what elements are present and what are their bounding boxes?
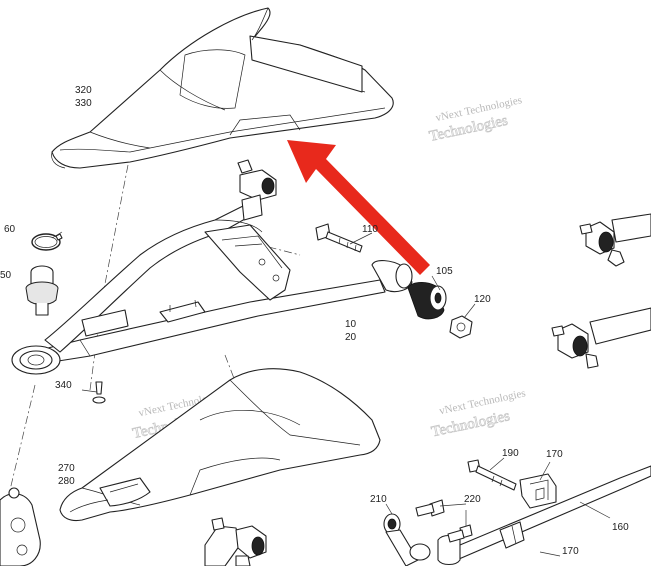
upper-a-arm bbox=[11, 159, 413, 375]
label-20: 20 bbox=[345, 332, 357, 343]
clamp-170 bbox=[519, 473, 557, 509]
screw-340 bbox=[92, 381, 106, 404]
stabilizer-bar-160 bbox=[437, 465, 651, 566]
ball-joint-50 bbox=[25, 265, 59, 316]
circlip-60 bbox=[31, 233, 63, 251]
label-120: 120 bbox=[474, 294, 491, 305]
label-220: 220 bbox=[464, 494, 481, 505]
bushing-105 bbox=[407, 282, 447, 320]
label-190: 190 bbox=[502, 448, 519, 459]
label-10: 10 bbox=[345, 319, 357, 330]
label-160: 160 bbox=[612, 522, 629, 533]
label-110: 110 bbox=[362, 224, 378, 235]
label-105: 105 bbox=[436, 266, 453, 277]
upper-arm-guard bbox=[51, 7, 394, 169]
bolt-190 bbox=[467, 459, 517, 491]
label-320: 320 bbox=[75, 85, 92, 96]
label-280: 280 bbox=[58, 476, 75, 487]
label-60: 60 bbox=[4, 224, 16, 235]
label-50: 50 bbox=[0, 270, 12, 281]
leader-lines bbox=[51, 231, 611, 557]
bolts-220 bbox=[415, 499, 473, 543]
watermark-mid-right: vNext Technologies Technologies bbox=[430, 387, 527, 440]
label-330: 330 bbox=[75, 98, 92, 109]
label-170-bottom: 170 bbox=[562, 546, 579, 557]
label-210: 210 bbox=[370, 494, 387, 505]
link-210 bbox=[383, 513, 431, 566]
part-labels: 320 330 60 50 340 10 20 110 105 120 270 … bbox=[0, 85, 629, 557]
lower-arm-guard bbox=[59, 368, 381, 522]
lower-arm-end-partial bbox=[204, 517, 267, 566]
nut-120 bbox=[449, 315, 473, 339]
lower-knuckle-partial bbox=[0, 487, 41, 566]
watermark-top-right: vNext Technologies Technologies bbox=[428, 94, 524, 145]
red-pointer-arrow-icon bbox=[287, 140, 430, 275]
label-270: 270 bbox=[58, 463, 75, 474]
right-middle-arm bbox=[551, 307, 651, 369]
bolt-110 bbox=[315, 223, 363, 253]
label-340: 340 bbox=[55, 380, 72, 391]
label-170-top: 170 bbox=[546, 449, 563, 460]
right-upper-arm bbox=[579, 213, 651, 267]
